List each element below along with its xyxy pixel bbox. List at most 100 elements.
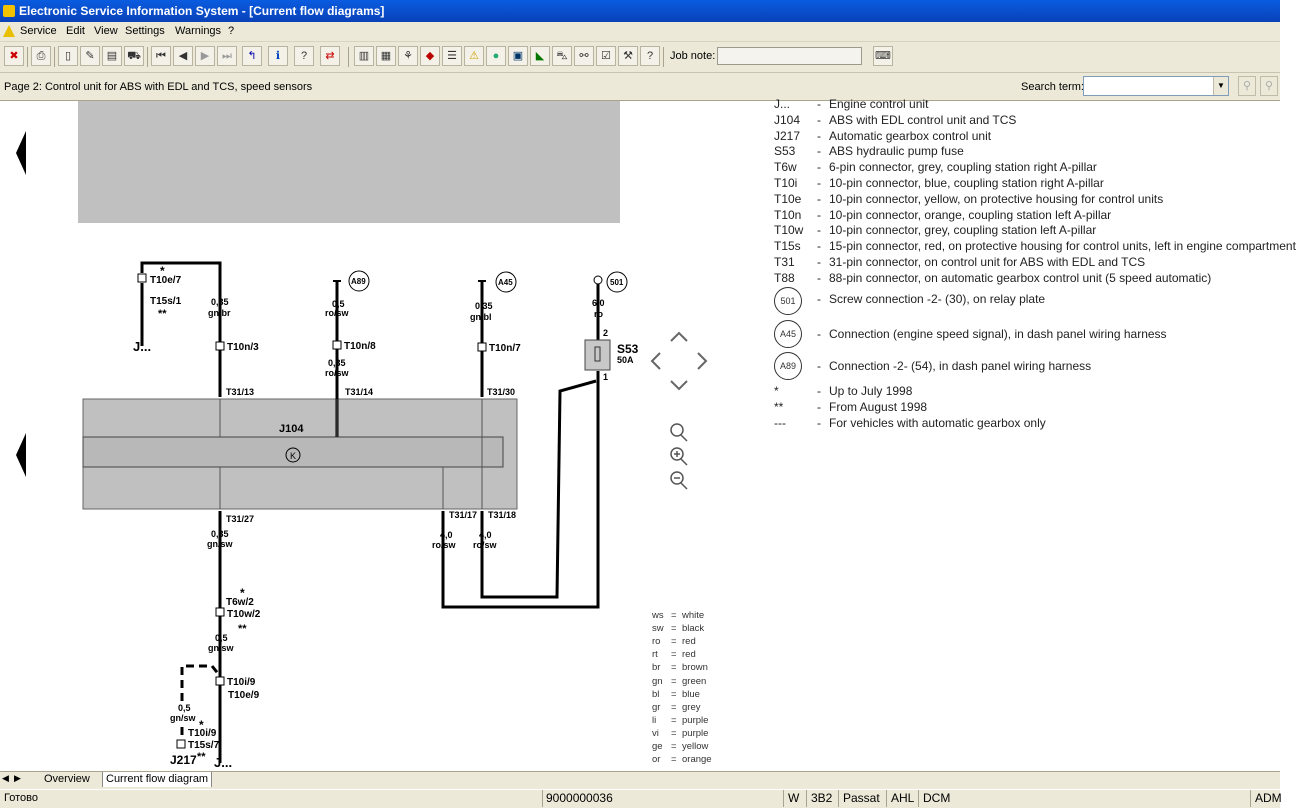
t31-27-label: T31/27 [226,514,254,524]
book-icon[interactable]: ◆ [420,46,440,66]
legend-code: T31 [774,255,795,269]
list-icon[interactable]: ☰ [442,46,462,66]
previous-component-block [78,101,620,223]
legend-code: T10i [774,176,798,190]
tree-icon[interactable]: ⚘ [398,46,418,66]
tab-scroll-right-icon[interactable]: ▶ [14,773,21,783]
job-note-input[interactable] [717,47,862,65]
disk-icon[interactable]: ▣ [508,46,528,66]
t31-18-label: T31/18 [488,510,516,520]
legend-code: J217 [774,128,801,143]
job-note-edit-icon[interactable]: ⌨ [873,46,893,66]
legend-text: Up to July 1998 [829,384,913,398]
color-name: green [682,675,707,687]
wire-gn-br[interactable] [140,261,222,397]
fuse-pin1-label: 1 [603,372,608,382]
pan-down-icon[interactable] [670,380,688,391]
pan-up-icon[interactable] [670,331,688,342]
connection-501-symbol[interactable] [606,271,628,293]
title-bar: Electronic Service Information System - … [0,0,1280,22]
warning-icon[interactable]: ⚠ [464,46,484,66]
page-prev-arrow-icon[interactable] [16,131,26,175]
tools-icon[interactable]: ⚒ [618,46,638,66]
help-icon[interactable]: ? [294,46,314,66]
component-icon[interactable]: ▦ [376,46,396,66]
back-icon[interactable]: ↰ [242,46,262,66]
connector-t10n7 [477,342,487,352]
wire-size-label: 0,5 [178,703,191,713]
t10e9-label: T10e/9 [228,690,260,701]
menu-edit[interactable]: Edit [66,25,85,37]
tag-icon[interactable]: ◣ [530,46,550,66]
connection-a89-symbol[interactable] [348,270,370,292]
next-page-icon[interactable]: ▶ [195,46,215,66]
first-page-icon[interactable]: ⏮ [151,46,171,66]
legend-text: 10-pin connector, orange, coupling stati… [829,207,1112,222]
zoom-out-icon[interactable] [670,471,688,490]
wire-size-label: 0,35 [328,358,346,368]
wire-color-label: gn/br [208,308,231,318]
note-icon[interactable]: ? [640,46,660,66]
menu-view[interactable]: View [94,25,118,37]
toolbar-separator [54,47,55,67]
legend-dash: - [817,191,821,206]
checklist-icon[interactable]: ☑ [596,46,616,66]
connection-a45-symbol[interactable] [495,271,517,293]
prev-page-icon[interactable]: ◀ [173,46,193,66]
link-icon[interactable]: ⚯ [574,46,594,66]
toolbar: ✖ ⎙ ▯ ✎ ▤ ⛟ ⏮ ◀ ▶ ⏭ ↰ ℹ ? ⇄ ▥ ▦ ⚘ ◆ ☰ ⚠ … [0,42,1280,73]
wire-size-label: 0,5 [332,299,345,309]
print-icon[interactable]: ⎙ [31,46,51,66]
printer-doc-icon[interactable]: ▤ [102,46,122,66]
legend-code: S53 [774,144,796,159]
vehicle-icon[interactable]: ⛟ [124,46,144,66]
wiring-diagram[interactable]: J104 K T10e/7 * T15s/1 ** J... 0,35 gn/b… [0,101,1280,771]
page-prev-arrow-icon[interactable] [16,433,26,477]
menu-service[interactable]: Service [20,25,57,37]
edit-document-icon[interactable]: ✎ [80,46,100,66]
warning-icon [3,25,15,37]
exit-icon[interactable]: ✖ [4,46,24,66]
wire-ro-sw-power[interactable] [441,371,600,609]
info-icon[interactable]: ℹ [268,46,288,66]
chevron-down-icon[interactable]: ▼ [1213,77,1228,95]
globe-icon[interactable]: ● [486,46,506,66]
car-icon[interactable]: ⛍ [552,46,572,66]
wire-size-label: 0,35 [211,297,229,307]
tab-scroll-left-icon[interactable]: ◀ [2,773,9,783]
menu-warnings[interactable]: Warnings [175,25,222,37]
wire-color-label: gn/sw [208,643,235,653]
new-document-icon[interactable]: ▯ [58,46,78,66]
wire-size-label: 0,5 [215,633,228,643]
tab-overview[interactable]: Overview [44,773,90,785]
legend-dash: - [817,97,821,111]
search-next-icon[interactable]: ⚲ [1260,76,1278,96]
last-page-icon[interactable]: ⏭ [217,46,237,66]
toolbar-separator [348,47,349,67]
fuse-s53[interactable] [584,339,611,371]
legend-text: 88-pin connector, on automatic gearbox c… [829,270,1212,285]
status-separator [806,790,807,807]
legend-text: 31-pin connector, on control unit for AB… [829,255,1146,269]
color-code: or [652,754,661,766]
pan-left-icon[interactable] [650,352,661,370]
zoom-icon[interactable] [670,423,688,442]
zoom-in-icon[interactable] [670,447,688,466]
manual-icon[interactable]: ▥ [354,46,374,66]
app-icon [3,5,15,17]
pan-right-icon[interactable] [697,352,708,370]
search-icon[interactable]: ⚲ [1238,76,1256,96]
menu-settings[interactable]: Settings [125,25,165,37]
window-title: Electronic Service Information System - … [19,4,385,18]
wire-ro-sw-power[interactable] [480,379,597,599]
wire-automatic-gearbox[interactable] [180,664,222,701]
color-code: gr [652,701,661,713]
swap-icon[interactable]: ⇄ [320,46,340,66]
color-equals: = [671,727,677,739]
color-name: red [682,649,696,661]
menu-help[interactable]: ? [228,25,235,37]
search-input[interactable] [1083,76,1229,96]
t10w2-label: T10w/2 [227,609,261,620]
legend-text: 15-pin connector, red, on protective hou… [829,239,1296,254]
tab-current-flow-diagram[interactable]: Current flow diagram [102,772,213,787]
